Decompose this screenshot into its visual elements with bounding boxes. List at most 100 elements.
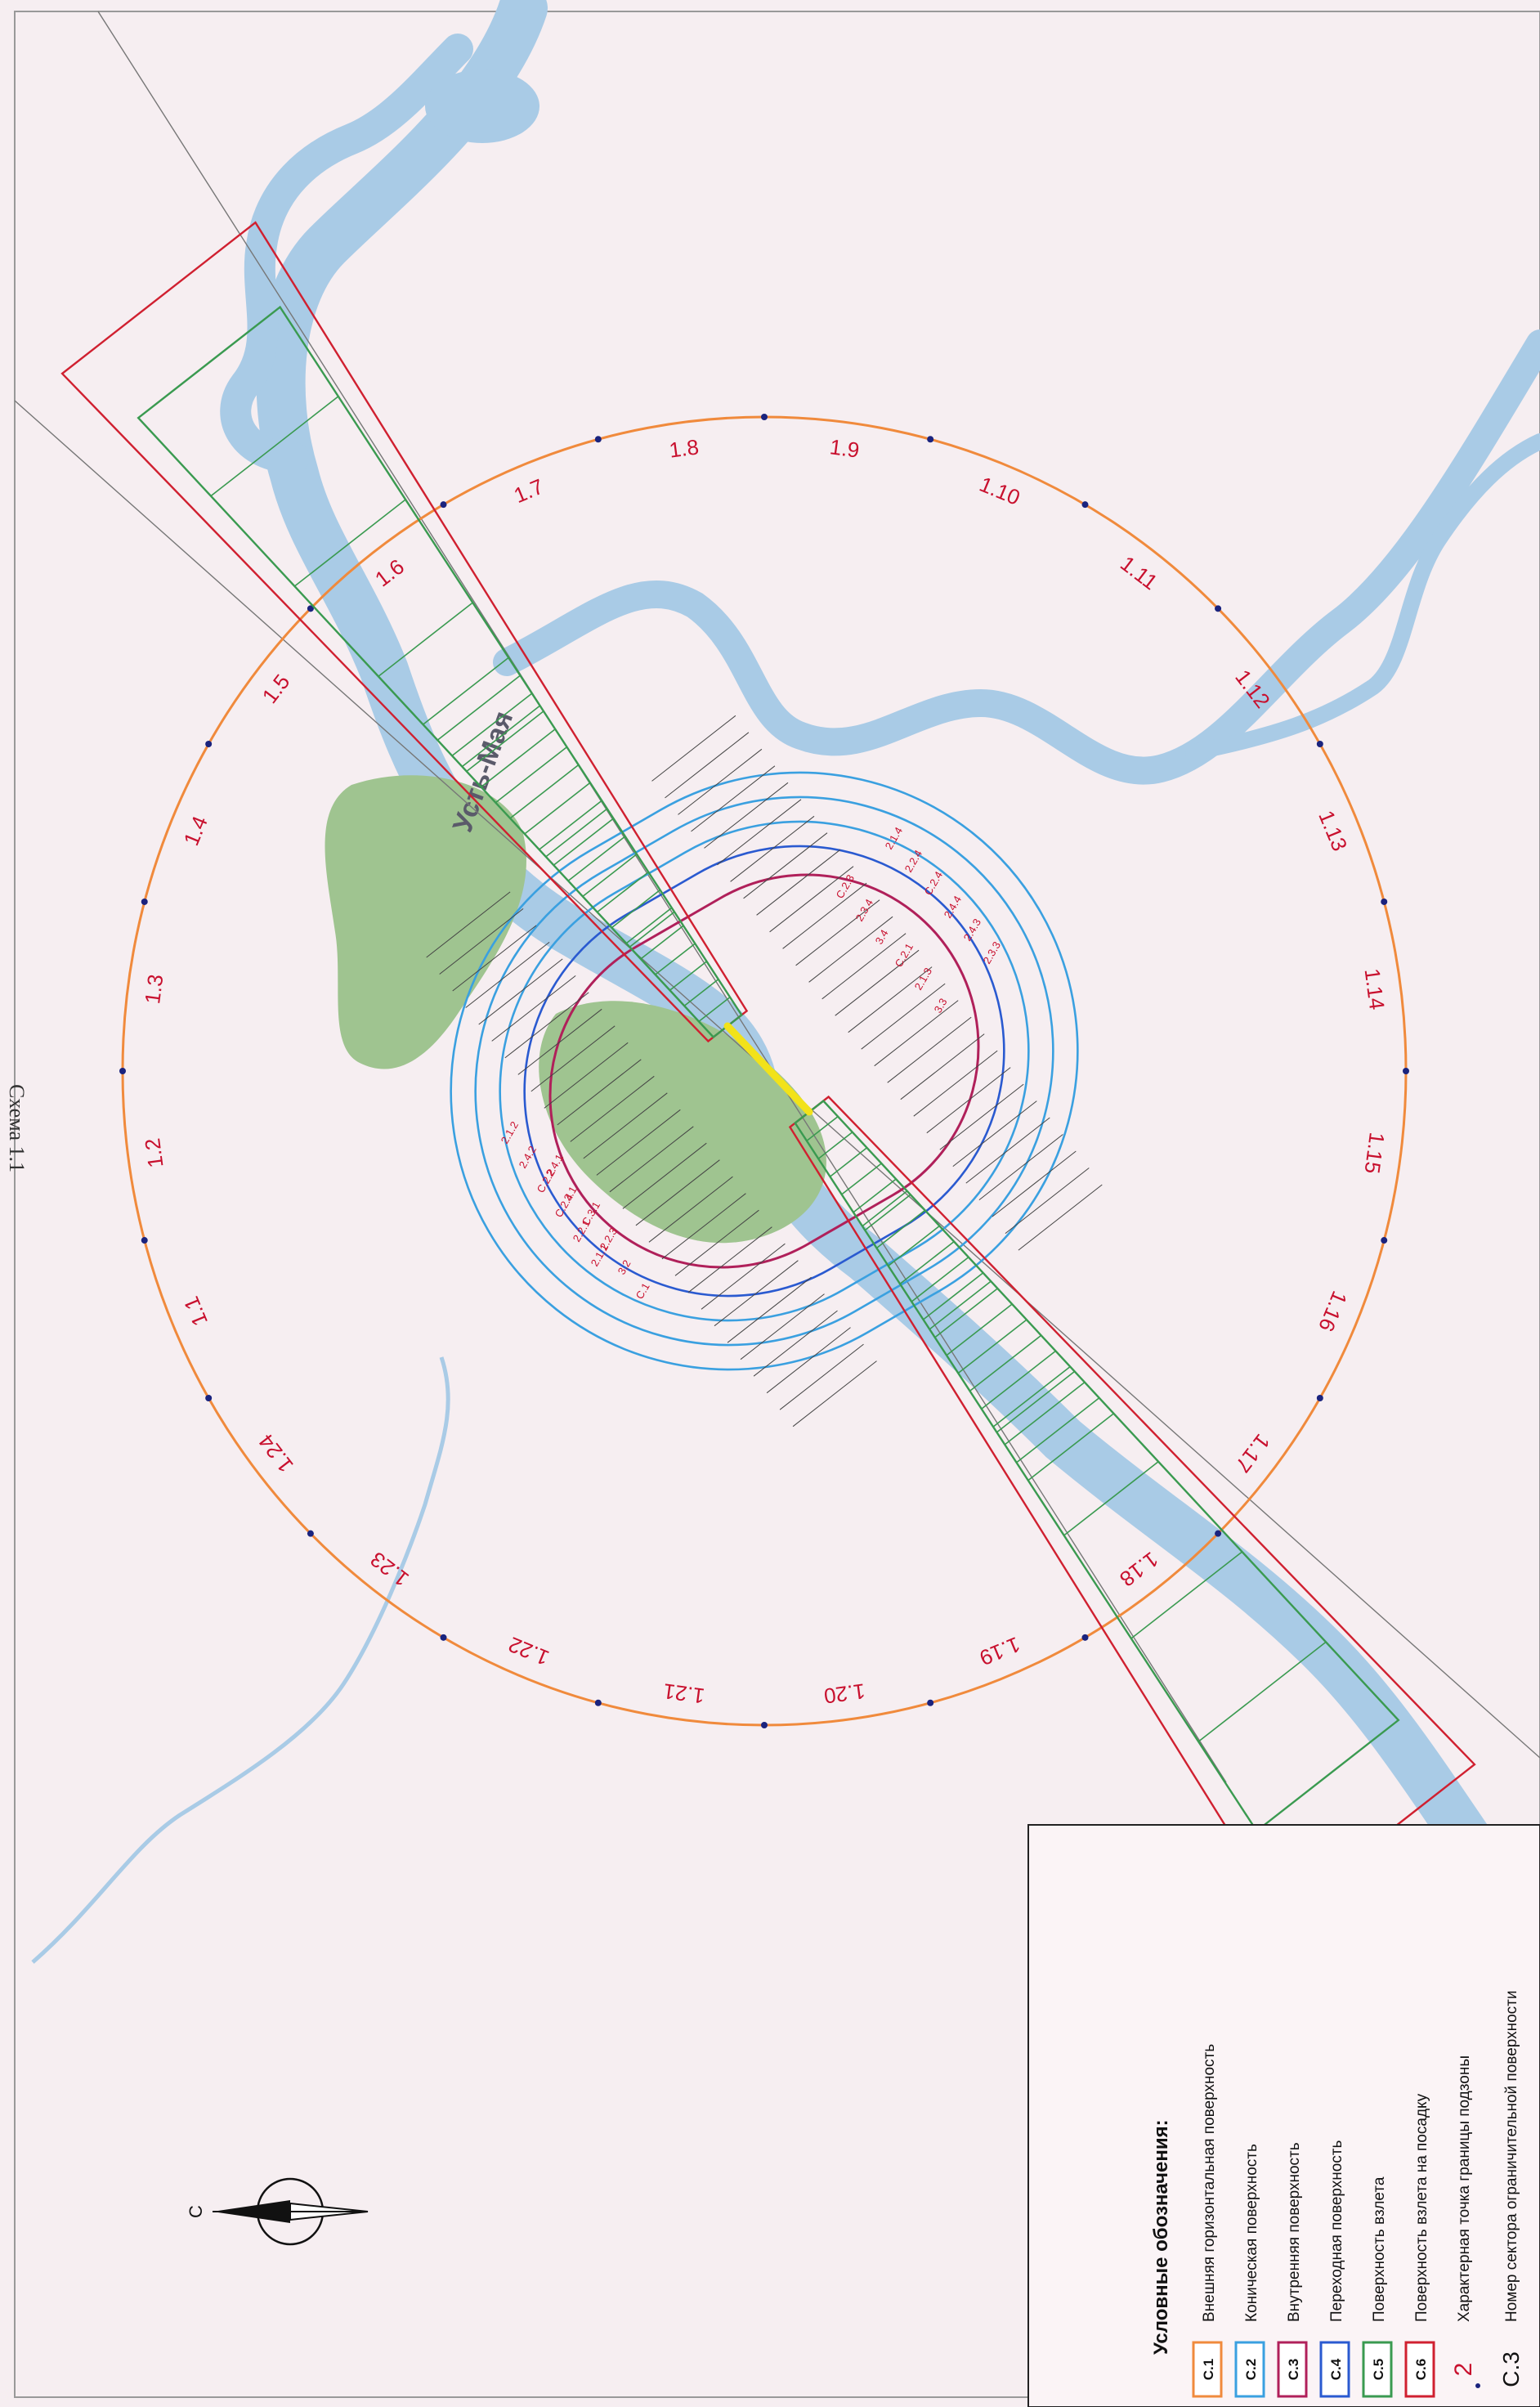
corridor-crossbar bbox=[597, 872, 649, 913]
corridor-crossbar bbox=[669, 961, 707, 991]
hatch-line bbox=[478, 958, 563, 1025]
boundary-point bbox=[594, 1699, 602, 1706]
corridor-crossbar bbox=[899, 1240, 955, 1284]
legend-text: Внутренняя поверхность bbox=[1286, 2142, 1303, 2322]
boundary-point bbox=[1215, 1530, 1222, 1537]
hatch-line bbox=[452, 925, 537, 992]
legend-box bbox=[1027, 1824, 1540, 2407]
legend-text: Коническая поверхность bbox=[1243, 2144, 1260, 2322]
hatch-line bbox=[691, 765, 776, 832]
hatch-line bbox=[730, 815, 815, 882]
hatch-line bbox=[665, 732, 750, 799]
hatch-line bbox=[687, 1226, 772, 1293]
hatch-line bbox=[717, 799, 802, 866]
corridor-crossbar bbox=[655, 943, 696, 975]
corridor-crossbar bbox=[923, 1272, 984, 1320]
boundary-point bbox=[1316, 1395, 1323, 1401]
hatch-line bbox=[491, 975, 576, 1042]
hatch-line bbox=[517, 1008, 602, 1075]
hatch-line bbox=[504, 992, 589, 1059]
hatch-line bbox=[952, 1100, 1037, 1167]
boundary-point bbox=[761, 414, 768, 420]
legend-point-dot bbox=[1475, 2383, 1480, 2388]
corridor-crossbar bbox=[862, 1190, 908, 1227]
legend-text: Поверхность взлета на посадку bbox=[1413, 2093, 1430, 2322]
runway bbox=[723, 1022, 813, 1116]
north-lake bbox=[425, 69, 539, 143]
boundary-point bbox=[205, 741, 213, 747]
hatch-line bbox=[779, 1343, 864, 1410]
legend-code: C.6 bbox=[1413, 2359, 1429, 2380]
boundary-point bbox=[1081, 501, 1089, 509]
sector-label: 1.21 bbox=[662, 1679, 706, 1708]
hatch-line bbox=[714, 1260, 799, 1327]
boundary-point bbox=[761, 1722, 768, 1728]
legend-code: C.5 bbox=[1371, 2359, 1386, 2380]
corridor-outline bbox=[137, 305, 743, 1039]
hatch-line bbox=[648, 1176, 733, 1243]
corridor-crossbar bbox=[841, 1163, 882, 1195]
hatch-line bbox=[874, 1000, 959, 1067]
sector-label: 1.3 bbox=[140, 973, 168, 1006]
legend-point-symbol: 2 bbox=[1450, 2363, 1477, 2377]
corridor-crossbar bbox=[611, 889, 660, 929]
hatch-line bbox=[570, 1075, 655, 1142]
legend-sector-text: Номер сектора ограничительной поверхност… bbox=[1503, 1991, 1520, 2322]
legend-swatch bbox=[1234, 2341, 1265, 2398]
hatch-line bbox=[661, 1193, 746, 1260]
corridor-crossbar bbox=[1198, 1641, 1327, 1742]
hatch-line bbox=[821, 933, 907, 1000]
corridor-crossbar bbox=[888, 1225, 940, 1266]
hatch-line bbox=[426, 891, 511, 958]
hatch-line bbox=[782, 882, 867, 949]
hatch-line bbox=[651, 715, 736, 782]
corridor-crossbar bbox=[996, 1370, 1075, 1433]
corridor-crossbar bbox=[423, 657, 509, 725]
map-frame bbox=[14, 11, 1540, 2398]
corridor-crossbar bbox=[451, 693, 533, 756]
hatch-line bbox=[1018, 1184, 1103, 1251]
corridor-crossbar bbox=[436, 675, 521, 741]
hatch-line bbox=[965, 1117, 1050, 1184]
hatch-line bbox=[609, 1126, 694, 1193]
corridor-crossbar bbox=[876, 1209, 926, 1249]
sector-label: 1.2 bbox=[140, 1136, 168, 1169]
corridor-crossbar bbox=[929, 1280, 992, 1330]
boundary-point bbox=[1316, 741, 1323, 747]
corridor-crossbar bbox=[462, 705, 540, 768]
corridor-crossbar bbox=[294, 499, 406, 587]
corridor-crossbar bbox=[946, 1303, 1013, 1356]
hatch-line bbox=[792, 1360, 877, 1428]
legend-text: Внешняя горизонтальная поверхность bbox=[1201, 2044, 1218, 2322]
sector-label: 1.9 bbox=[828, 434, 861, 462]
sector-label: 1.8 bbox=[668, 434, 701, 462]
legend-point-text: Характерная точка границы подзоны bbox=[1456, 2055, 1473, 2322]
corridor-crossbar bbox=[553, 818, 614, 866]
hatch-line bbox=[557, 1059, 642, 1126]
legend-swatch bbox=[1404, 2341, 1435, 2398]
hatch-line bbox=[926, 1067, 1011, 1134]
corridor-crossbar bbox=[378, 602, 473, 677]
legend-title: Условные обозначения: bbox=[1150, 2119, 1172, 2355]
boundary-point bbox=[1381, 898, 1388, 905]
hatch-line bbox=[635, 1159, 720, 1226]
east-river-tributary bbox=[1185, 433, 1540, 760]
hatch-line bbox=[544, 1042, 629, 1109]
legend-code: C.3 bbox=[1286, 2359, 1301, 2380]
corridor-crossbar bbox=[640, 925, 684, 960]
sector-label: 1.15 bbox=[1360, 1131, 1390, 1175]
corridor-crossbar bbox=[911, 1257, 969, 1302]
corridor-crossbar bbox=[934, 1288, 998, 1338]
corridor-crossbar bbox=[567, 836, 626, 881]
sector-boundary-points bbox=[119, 414, 1409, 1728]
corridor-crossbar bbox=[1063, 1461, 1159, 1536]
hatch-line bbox=[835, 949, 920, 1016]
boundary-point bbox=[927, 1699, 934, 1706]
corridor-crossbar bbox=[495, 746, 567, 804]
hatch-line bbox=[1005, 1168, 1090, 1234]
transition-hatching bbox=[426, 715, 1103, 1428]
corridor-crossbar bbox=[864, 1194, 911, 1231]
boundary-point bbox=[141, 1237, 148, 1244]
